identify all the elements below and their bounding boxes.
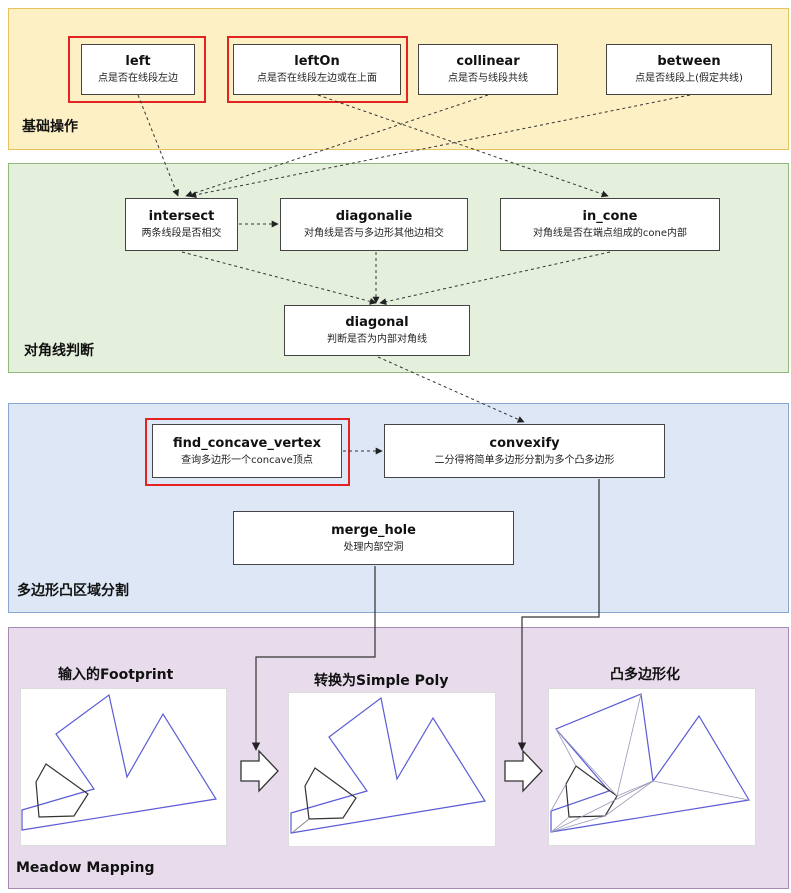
node-diagonalie-desc: 对角线是否与多边形其他边相交 [304,228,444,239]
node-find-concave-title: find_concave_vertex [173,435,321,451]
node-between[interactable]: between 点是否线段上(假定共线) [606,44,772,95]
node-find-concave-vertex[interactable]: find_concave_vertex 查询多边形一个concave顶点 [152,424,342,478]
panel-convex-partition [548,688,756,846]
convex-outer [550,693,750,833]
node-convexify-title: convexify [489,435,560,451]
simple-poly-bridge [292,818,310,833]
node-collinear-title: collinear [456,54,520,69]
convex-partition-drawing [550,693,750,833]
convex-hole [565,765,618,818]
node-diagonal-desc: 判断是否为内部对角线 [327,334,427,345]
node-lefton-desc: 点是否在线段左边或在上面 [257,73,377,84]
node-find-concave-desc: 查询多边形一个concave顶点 [181,454,313,466]
diagonal-10 [550,780,654,833]
diagonal-2 [616,693,642,797]
panel-title-input: 输入的Footprint [58,667,174,683]
section-label-basic: 基础操作 [22,119,78,135]
node-intersect-desc: 两条线段是否相交 [141,228,222,239]
node-convexify[interactable]: convexify 二分得将简单多边形分割为多个凸多边形 [384,424,665,478]
diagonal-7 [550,815,606,833]
highlight-find-concave [145,418,350,486]
panel-title-simple: 转换为Simple Poly [314,673,449,689]
panel-input-footprint [20,688,227,846]
node-lefton-title: leftOn [294,54,340,69]
convex-diagonals [550,693,750,833]
node-convexify-desc: 二分得将简单多边形分割为多个凸多边形 [434,454,615,466]
diagonal-3 [616,780,654,797]
node-between-title: between [657,54,721,69]
diagonal-6 [550,816,570,833]
footprint-outer-polygon [21,693,217,831]
node-left-title: left [125,54,151,69]
node-diagonal-title: diagonal [345,315,409,330]
node-merge-hole[interactable]: merge_hole 处理内部空洞 [233,511,514,565]
highlight-left [68,36,206,103]
diagonal-8 [604,780,654,817]
section-label-meadow: Meadow Mapping [16,860,155,876]
footprint-hole [35,763,89,818]
node-diagonal[interactable]: diagonal 判断是否为内部对角线 [284,305,470,356]
node-intersect-title: intersect [148,209,215,224]
node-left[interactable]: left 点是否在线段左边 [81,44,195,95]
node-incone-desc: 对角线是否在端点组成的cone内部 [532,228,688,239]
node-incone-title: in_cone [582,209,638,224]
node-incone[interactable]: in_cone 对角线是否在端点组成的cone内部 [500,198,720,251]
node-merge-hole-desc: 处理内部空洞 [343,541,404,553]
node-between-desc: 点是否线段上(假定共线) [635,73,743,84]
simple-poly-hole [304,767,357,820]
panel-simple-poly [288,692,496,847]
node-lefton[interactable]: leftOn 点是否在线段左边或在上面 [233,44,401,95]
node-collinear[interactable]: collinear 点是否与线段共线 [418,44,558,95]
node-diagonalie[interactable]: diagonalie 对角线是否与多边形其他边相交 [280,198,468,251]
node-left-desc: 点是否在线段左边 [98,73,178,84]
node-collinear-desc: 点是否与线段共线 [448,73,528,84]
diagonal-4 [652,780,750,801]
simple-poly-drawing [290,696,486,834]
panel-title-convex: 凸多边形化 [610,667,680,683]
section-label-part: 多边形凸区域分割 [17,583,129,599]
input-footprint-drawing [21,693,217,831]
section-label-diag: 对角线判断 [24,343,94,359]
node-merge-hole-title: merge_hole [331,522,416,538]
node-diagonalie-title: diagonalie [335,209,413,224]
simple-poly-outer [290,696,486,834]
diagonal-5 [550,783,567,812]
node-intersect[interactable]: intersect 两条线段是否相交 [125,198,238,251]
